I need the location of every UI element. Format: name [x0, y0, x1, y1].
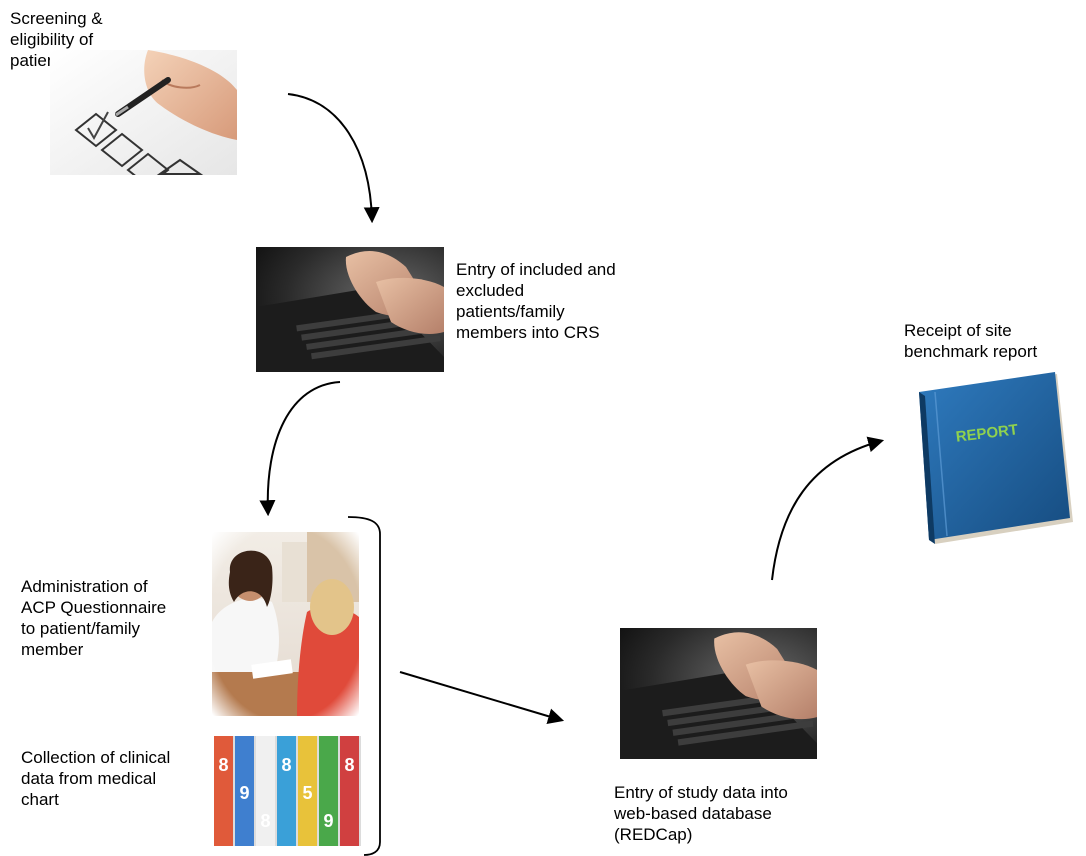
benchmark-line-2: benchmark report: [904, 342, 1038, 361]
folder-tab-digit: 9: [239, 783, 249, 803]
crs-entry-label: Entry of included and excluded patients/…: [456, 259, 616, 343]
arrow-redcap-to-benchmark: [771, 436, 885, 581]
questionnaire-line-4: member: [21, 640, 84, 659]
folder-tab-digit: 8: [218, 755, 228, 775]
questionnaire-label: Administration of ACP Questionnaire to p…: [21, 576, 166, 660]
arrow-screening-to-crs: [287, 93, 380, 224]
clinical-data-line-1: Collection of clinical: [21, 748, 171, 767]
clinical-data-line-3: chart: [21, 790, 59, 809]
screening-line-1: Screening &: [10, 9, 103, 28]
arrow-crs-to-questionnaire: [259, 381, 341, 517]
grouping-bracket: [347, 516, 381, 856]
clinical-data-label: Collection of clinical data from medical…: [21, 747, 170, 810]
screening-line-2: eligibility of: [10, 30, 94, 49]
doctor-patient-image: [212, 532, 359, 716]
checklist-image: [50, 50, 237, 175]
redcap-entry-line-2: web-based database: [614, 804, 772, 823]
redcap-entry-line-1: Entry of study data into: [614, 783, 788, 802]
folder-tab: [256, 736, 275, 846]
report-book-image: REPORT: [905, 372, 1075, 550]
folder-tab-digit: 8: [281, 755, 291, 775]
questionnaire-line-3: to patient/family: [21, 619, 141, 638]
folder-tab: [319, 736, 338, 846]
redcap-entry-line-3: (REDCap): [614, 825, 693, 844]
arrow-collection-to-redcap: [399, 671, 565, 725]
questionnaire-line-2: ACP Questionnaire: [21, 598, 167, 617]
benchmark-label: Receipt of site benchmark report: [904, 320, 1037, 362]
crs-entry-line-4: members into CRS: [456, 323, 600, 342]
clinical-data-line-2: data from medical: [21, 769, 157, 788]
folder-tab-digit: 8: [260, 811, 270, 831]
crs-entry-line-3: patients/family: [456, 302, 565, 321]
typing-laptop-image-top: [256, 247, 444, 372]
redcap-entry-label: Entry of study data into web-based datab…: [614, 782, 788, 845]
folder-tab: [340, 736, 359, 846]
typing-laptop-image-bottom: [620, 628, 817, 759]
folder-tab: [235, 736, 254, 846]
folder-tab: [214, 736, 233, 846]
crs-entry-line-2: excluded: [456, 281, 525, 300]
crs-entry-line-1: Entry of included and: [456, 260, 616, 279]
questionnaire-line-1: Administration of: [21, 577, 148, 596]
folder-tab: [298, 736, 317, 846]
folder-tab-digit: 5: [302, 783, 312, 803]
benchmark-line-1: Receipt of site: [904, 321, 1012, 340]
folder-tab-digit: 9: [323, 811, 333, 831]
folder-tab-digit: 8: [344, 755, 354, 775]
folder-tab: [277, 736, 296, 846]
